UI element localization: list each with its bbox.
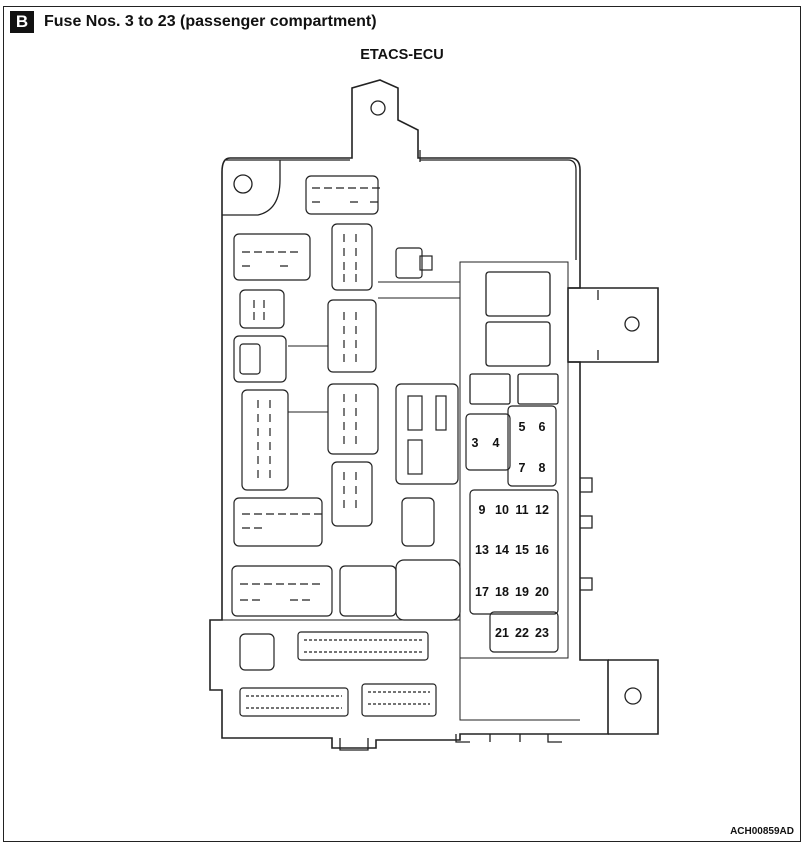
fuse-number: 17: [475, 585, 489, 599]
fuse-number: 23: [535, 626, 549, 640]
component-label: ETACS-ECU: [360, 47, 444, 63]
fuse-number: 5: [519, 420, 526, 434]
fuse-number: 10: [495, 503, 509, 517]
fuse-labels: 3 4 5 6 7 8 9 10 11 12 13 14 15 16 17 18…: [472, 420, 549, 640]
fuse-number: 3: [472, 436, 479, 450]
relay-slots: [469, 271, 559, 405]
fuse-number: 14: [495, 543, 509, 557]
fuse-number: 15: [515, 543, 529, 557]
connectors: [231, 175, 461, 717]
section-title: Fuse Nos. 3 to 23 (passenger compartment…: [44, 13, 377, 30]
fuse-number: 18: [495, 585, 509, 599]
fuse-number: 16: [535, 543, 549, 557]
fuse-number: 4: [493, 436, 500, 450]
fuse-number: 7: [519, 461, 526, 475]
fuse-number: 8: [539, 461, 546, 475]
fuse-number: 19: [515, 585, 529, 599]
fuse-number: 12: [535, 503, 549, 517]
fuse-number: 13: [475, 543, 489, 557]
section-badge: B: [10, 11, 34, 33]
ecu-housing: [209, 79, 659, 751]
fuse-number: 20: [535, 585, 549, 599]
fuse-blocks: [465, 405, 559, 653]
fuse-number: 21: [495, 626, 509, 640]
fuse-number: 11: [515, 503, 528, 517]
figure-code: ACH00859AD: [730, 826, 794, 837]
fuse-number: 9: [479, 503, 486, 517]
section-header: B Fuse Nos. 3 to 23 (passenger compartme…: [4, 7, 800, 37]
fuse-number: 22: [515, 626, 529, 640]
fuse-number: 6: [539, 420, 546, 434]
figure-frame: B Fuse Nos. 3 to 23 (passenger compartme…: [3, 6, 801, 842]
